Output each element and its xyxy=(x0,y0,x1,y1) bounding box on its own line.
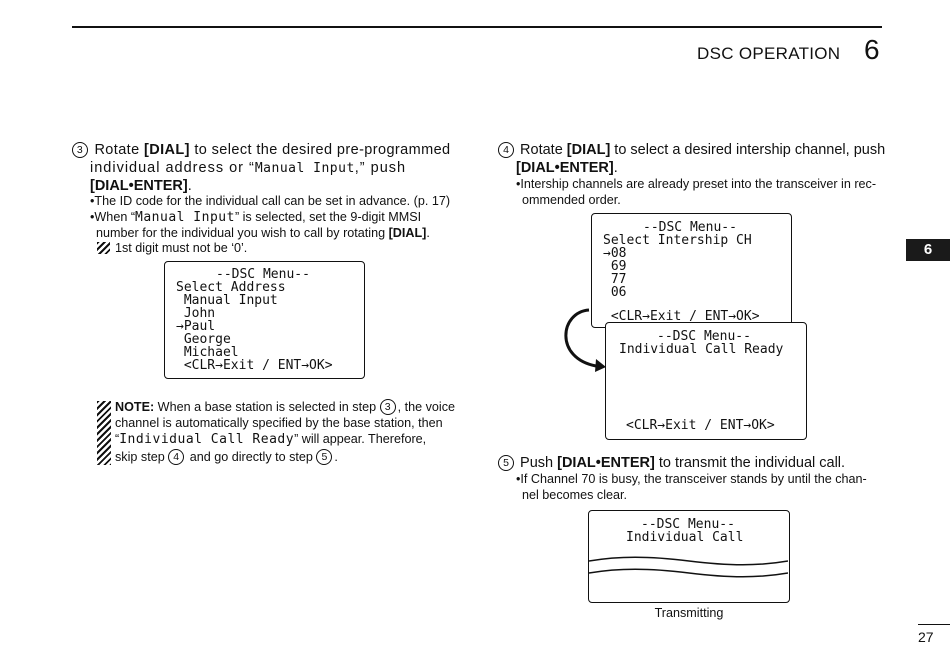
lcd-line: Select Address xyxy=(176,280,286,295)
bullet-text: . xyxy=(426,226,430,240)
step5-number: 5 xyxy=(498,455,514,471)
step3-text: individual address or “ xyxy=(90,160,255,176)
lcd-select-intership: --DSC Menu-- Select Intership CH →08 69 … xyxy=(591,213,792,328)
lcd-title: --DSC Menu-- xyxy=(641,517,735,532)
step3-bullet2-line2: number for the individual you wish to ca… xyxy=(96,225,430,242)
footer-rule xyxy=(918,624,950,625)
step3-text: to select the desired pre-programmed xyxy=(189,142,451,158)
chapter-side-tab: 6 xyxy=(906,239,950,261)
note-text: . xyxy=(334,450,338,464)
step5-line1: 5 Push [DIAL•ENTER] to transmit the indi… xyxy=(498,454,845,472)
lcd-individual-call-ready: --DSC Menu-- Individual Call Ready <CLR→… xyxy=(605,322,807,440)
section-title: DSC OPERATION xyxy=(697,44,841,63)
dial-key-label: [DIAL] xyxy=(566,142,611,158)
note-text: ” will appear. Therefore, xyxy=(294,432,427,446)
step-ref-4: 4 xyxy=(168,449,185,465)
note-line2: channel is automatically specified by th… xyxy=(115,416,443,430)
lcd-line: Michael xyxy=(176,345,239,360)
lcd-title: --DSC Menu-- xyxy=(657,329,751,344)
step5-bullet-line2: nel becomes clear. xyxy=(522,488,628,502)
lcd-footer: <CLR→Exit / ENT→OK> xyxy=(603,309,760,324)
step3-digit-note: 1st digit must not be ‘0’. xyxy=(115,241,248,255)
header-rule xyxy=(72,26,882,28)
lcd-line: John xyxy=(176,306,216,321)
step4-text: . xyxy=(613,160,618,176)
lcd-footer: <CLR→Exit / ENT→OK> xyxy=(626,418,775,433)
bullet-text: Intership channels are already preset in… xyxy=(520,177,877,191)
step4-text: to select a desired intership channel, p… xyxy=(610,142,886,158)
step3-line2: individual address or “Manual Input,” pu… xyxy=(90,159,406,178)
lcd-individual-call: --DSC Menu-- Individual Call xyxy=(588,510,790,603)
note-hatch-bar xyxy=(97,401,111,465)
note-line1: NOTE: When a base station is selected in… xyxy=(115,399,455,416)
step4-number: 4 xyxy=(498,142,514,158)
lcd-title: --DSC Menu-- xyxy=(216,267,310,282)
page-number: 27 xyxy=(918,629,934,645)
step-ref-5: 5 xyxy=(316,449,333,465)
dial-enter-key-label: [DIAL•ENTER] xyxy=(90,178,188,194)
step3-number: 3 xyxy=(72,142,88,158)
bullet-text: The ID code for the individual call can … xyxy=(94,194,451,208)
screen-break-icon xyxy=(589,556,788,578)
lcd-line: Select Intership CH xyxy=(603,233,752,248)
bullet-text: When “ xyxy=(94,210,136,224)
note-hatch-icon xyxy=(97,242,110,254)
lcd-line: 77 xyxy=(603,272,627,287)
note-line3: “Individual Call Ready” will appear. The… xyxy=(115,431,426,449)
dial-key-label: [DIAL] xyxy=(388,226,427,240)
step-ref-3: 3 xyxy=(379,399,396,415)
note-text: When a base station is selected in step xyxy=(154,400,380,414)
lcd-line-selected: →08 xyxy=(603,246,627,261)
step5-text: to transmit the individual call. xyxy=(654,455,846,471)
lcd-line: Manual Input xyxy=(176,293,278,308)
manual-input-label: Manual Input xyxy=(135,210,235,225)
lcd-line: George xyxy=(176,332,231,347)
lcd-select-address: --DSC Menu-- Select Address Manual Input… xyxy=(164,261,365,379)
step3-text: . xyxy=(187,178,192,194)
lcd-line: 69 xyxy=(603,259,627,274)
bullet-text: number for the individual you wish to ca… xyxy=(96,226,389,240)
step3-line3: [DIAL•ENTER]. xyxy=(90,177,192,195)
step3-bullet2: •When “Manual Input” is selected, set th… xyxy=(90,210,422,225)
note-text: and go directly to step xyxy=(186,450,317,464)
lcd-title: --DSC Menu-- xyxy=(643,220,737,235)
note-label: NOTE: xyxy=(115,400,155,414)
dial-enter-key-label: [DIAL•ENTER] xyxy=(557,455,655,471)
manual-input-label: Manual Input xyxy=(254,161,355,176)
step4-line2: [DIAL•ENTER]. xyxy=(516,159,618,177)
step3-bullet1: •The ID code for the individual call can… xyxy=(90,194,451,208)
transition-arrow-icon xyxy=(564,308,606,372)
bullet-text: ” is selected, set the 9-digit MMSI xyxy=(234,210,422,224)
individual-call-ready-label: Individual Call Ready xyxy=(119,432,295,447)
step5-text: Push xyxy=(520,455,558,471)
lcd-line: Individual Call xyxy=(626,530,744,545)
lcd-line-selected: →Paul xyxy=(176,319,216,334)
step4-bullet-line2: ommended order. xyxy=(522,193,621,207)
transmitting-caption: Transmitting xyxy=(654,606,724,620)
note-text: skip step xyxy=(115,450,169,464)
dial-key-label: [DIAL] xyxy=(144,142,190,158)
chapter-number: 6 xyxy=(864,34,880,65)
step4-line1: 4 Rotate [DIAL] to select a desired inte… xyxy=(498,141,885,159)
note-text: , the voice xyxy=(397,400,456,414)
step4-bullet-line1: •Intership channels are already preset i… xyxy=(516,177,877,191)
bullet-text: If Channel 70 is busy, the transceiver s… xyxy=(520,472,867,486)
lcd-line: 06 xyxy=(603,285,627,300)
note-text: “ xyxy=(115,432,120,446)
step3-text: Rotate xyxy=(94,142,144,158)
note-line4: skip step 4 and go directly to step 5. xyxy=(115,449,338,466)
step3-text: ,” push xyxy=(354,160,407,176)
lcd-line: Individual Call Ready xyxy=(619,342,784,357)
step5-bullet-line1: •If Channel 70 is busy, the transceiver … xyxy=(516,472,867,486)
lcd-footer: <CLR→Exit / ENT→OK> xyxy=(176,358,333,373)
step3-line1: 3 Rotate [DIAL] to select the desired pr… xyxy=(72,141,458,159)
dial-enter-key-label: [DIAL•ENTER] xyxy=(516,160,614,176)
step4-text: Rotate xyxy=(520,142,567,158)
